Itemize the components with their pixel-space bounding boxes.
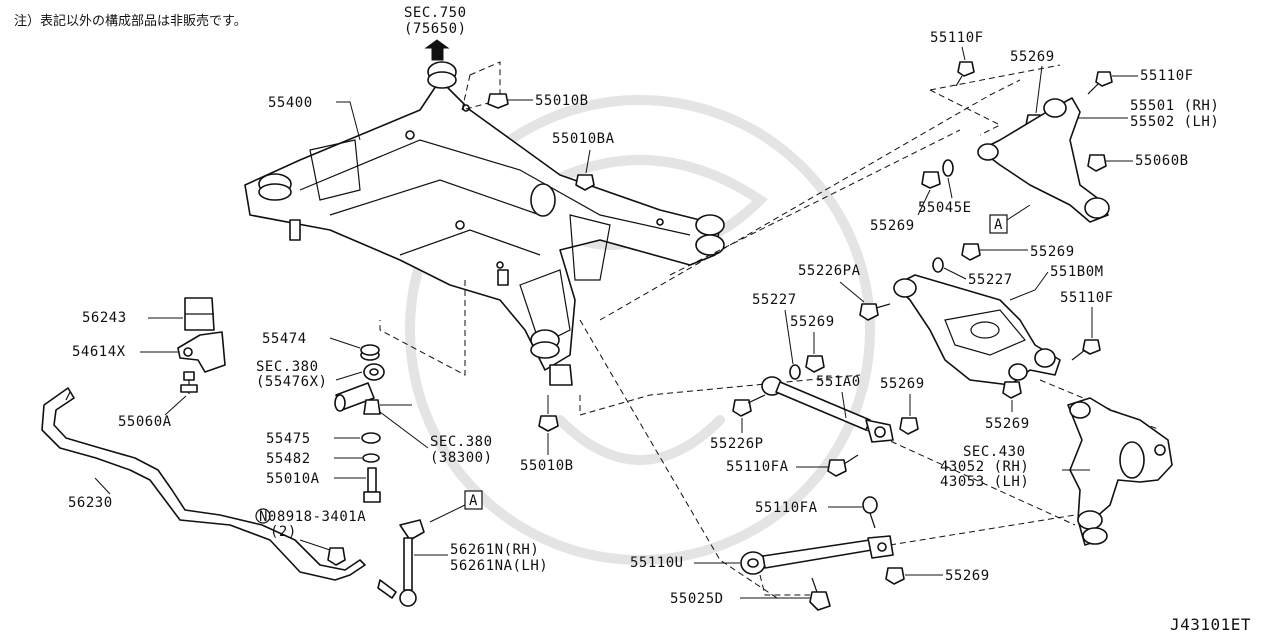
svg-text:55226P: 55226P (710, 436, 764, 452)
knuckle-sec-430[interactable]: SEC.430 43052 (RH) 43053 (LH) (940, 397, 1173, 546)
bolt-55110FA-upper[interactable]: 55110FA (726, 454, 859, 477)
callout-a-right[interactable]: A (989, 204, 1031, 234)
svg-text:551A0: 551A0 (816, 374, 861, 390)
link-551A0[interactable]: 551A0 (761, 374, 894, 443)
bolt-55010A[interactable]: 55010A (266, 467, 381, 503)
callout-a-left[interactable]: A (429, 490, 483, 523)
svg-text:55110U: 55110U (630, 555, 684, 571)
svg-text:SEC.430: SEC.430 (963, 444, 1026, 460)
svg-text:55110F: 55110F (1060, 290, 1114, 306)
lower-arm-551B0M[interactable]: 551B0M (893, 264, 1104, 386)
nut-55269-link-end[interactable]: 55269 (880, 376, 925, 435)
washer-55227-left[interactable]: 55227 (752, 292, 801, 380)
svg-text:55226PA: 55226PA (798, 263, 861, 279)
svg-text:56230: 56230 (68, 495, 113, 511)
svg-text:SEC.750: SEC.750 (404, 5, 467, 21)
svg-text:55110F: 55110F (1140, 68, 1194, 84)
svg-text:55045E: 55045E (918, 200, 972, 216)
washer-55475[interactable]: 55475 (266, 431, 381, 447)
stabilizer-link-56261N[interactable]: 56261N(RH) 56261NA(LH) (377, 519, 548, 607)
bolt-55226PA[interactable]: 55226PA (798, 263, 891, 321)
svg-text:54614X: 54614X (72, 344, 126, 360)
svg-text:55269: 55269 (1010, 49, 1055, 65)
svg-text:55269: 55269 (945, 568, 990, 584)
svg-text:55269: 55269 (880, 376, 925, 392)
svg-text:55269: 55269 (985, 416, 1030, 432)
svg-text:56261NA(LH): 56261NA(LH) (450, 558, 548, 574)
svg-text:55110F: 55110F (930, 30, 984, 46)
svg-text:55010B: 55010B (535, 93, 589, 109)
svg-text:(75650): (75650) (404, 21, 467, 37)
bolt-55110FA-lower[interactable]: 55110FA (755, 496, 878, 529)
svg-text:55269: 55269 (790, 314, 835, 330)
svg-text:55269: 55269 (870, 218, 915, 234)
svg-text:SEC.380: SEC.380 (256, 359, 319, 375)
nut-55269-bottom[interactable]: 55269 (885, 567, 990, 585)
svg-text:55227: 55227 (752, 292, 797, 308)
link-55110U[interactable]: 55110U (630, 535, 894, 575)
clamp-54614X[interactable]: 54614X (72, 331, 226, 373)
svg-text:55474: 55474 (262, 331, 307, 347)
sec-380-38300[interactable]: SEC.380 (38300) (363, 399, 493, 466)
bolt-55060A[interactable]: 55060A (118, 371, 198, 430)
svg-text:55060B: 55060B (1135, 153, 1189, 169)
upper-arm-55501[interactable]: 55501 (RH) 55502 (LH) (977, 97, 1219, 223)
note-text: 注）表記以外の構成部品は非販売です。 (14, 13, 247, 29)
washer-55045E[interactable]: 55045E (918, 159, 972, 216)
svg-text:N08918-3401A: N08918-3401A (259, 509, 366, 525)
svg-text:SEC.380: SEC.380 (430, 434, 493, 450)
svg-text:43052 (RH): 43052 (RH) (940, 459, 1029, 475)
svg-text:55227: 55227 (968, 272, 1013, 288)
svg-text:A: A (994, 217, 1003, 233)
washer-55227-right[interactable]: 55227 (932, 257, 1013, 288)
svg-text:55110FA: 55110FA (755, 500, 818, 516)
bolt-55025D[interactable]: 55025D (670, 577, 831, 611)
bushing-56243[interactable]: 56243 (82, 297, 215, 331)
svg-text:55482: 55482 (266, 451, 311, 467)
bolt-55110F-lower[interactable]: 55110F (1060, 290, 1114, 361)
svg-text:55060A: 55060A (118, 414, 172, 430)
nut-55010BA[interactable]: 55010BA (552, 131, 615, 191)
nut-55269-mid[interactable]: 55269 (961, 243, 1075, 261)
nut-55060B[interactable]: 55060B (1087, 153, 1189, 172)
svg-text:(38300): (38300) (430, 450, 493, 466)
diagram-id: J43101ET (1170, 615, 1251, 634)
sec-750-reference[interactable]: SEC.750 (75650) (404, 5, 467, 61)
nut-55010B-top[interactable]: 55010B (487, 93, 589, 109)
svg-text:43053 (LH): 43053 (LH) (940, 474, 1029, 490)
svg-text:(55476X): (55476X) (256, 374, 327, 390)
bolt-55226P[interactable]: 55226P (710, 394, 766, 452)
part-label-55400[interactable]: 55400 (268, 95, 313, 111)
nut-55269-link[interactable]: 55269 (790, 314, 835, 373)
nut-55010B-bottom[interactable]: 55010B (520, 395, 574, 474)
svg-text:A: A (469, 493, 478, 509)
nut-55269-upper[interactable]: 55269 (870, 171, 941, 234)
svg-text:55501 (RH): 55501 (RH) (1130, 98, 1219, 114)
svg-text:55010A: 55010A (266, 471, 320, 487)
svg-text:55010B: 55010B (520, 458, 574, 474)
svg-text:551B0M: 551B0M (1050, 264, 1104, 280)
nut-08918-3401A[interactable]: N08918-3401A (2) (255, 508, 366, 566)
bolt-55110F-top-right[interactable]: 55110F (1087, 68, 1194, 95)
svg-text:55269: 55269 (1030, 244, 1075, 260)
bolt-55110F-top-left[interactable]: 55110F (930, 30, 984, 87)
washer-55482[interactable]: 55482 (266, 451, 380, 467)
svg-text:56243: 56243 (82, 310, 127, 326)
up-arrow-icon (424, 39, 450, 61)
svg-text:55502 (LH): 55502 (LH) (1130, 114, 1219, 130)
svg-text:56261N(RH): 56261N(RH) (450, 542, 539, 558)
stabilizer-bar-56230[interactable]: 56230 (41, 387, 366, 581)
subframe-55400[interactable] (244, 61, 725, 386)
svg-text:55110FA: 55110FA (726, 459, 789, 475)
bushing-55474[interactable]: 55474 (262, 331, 380, 361)
svg-text:(2): (2) (270, 524, 297, 540)
svg-text:55025D: 55025D (670, 591, 724, 607)
svg-text:55475: 55475 (266, 431, 311, 447)
svg-text:55010BA: 55010BA (552, 131, 615, 147)
nut-55269-lower[interactable]: 55269 (985, 381, 1030, 432)
sec-380-55476X[interactable]: SEC.380 (55476X) (256, 359, 385, 412)
